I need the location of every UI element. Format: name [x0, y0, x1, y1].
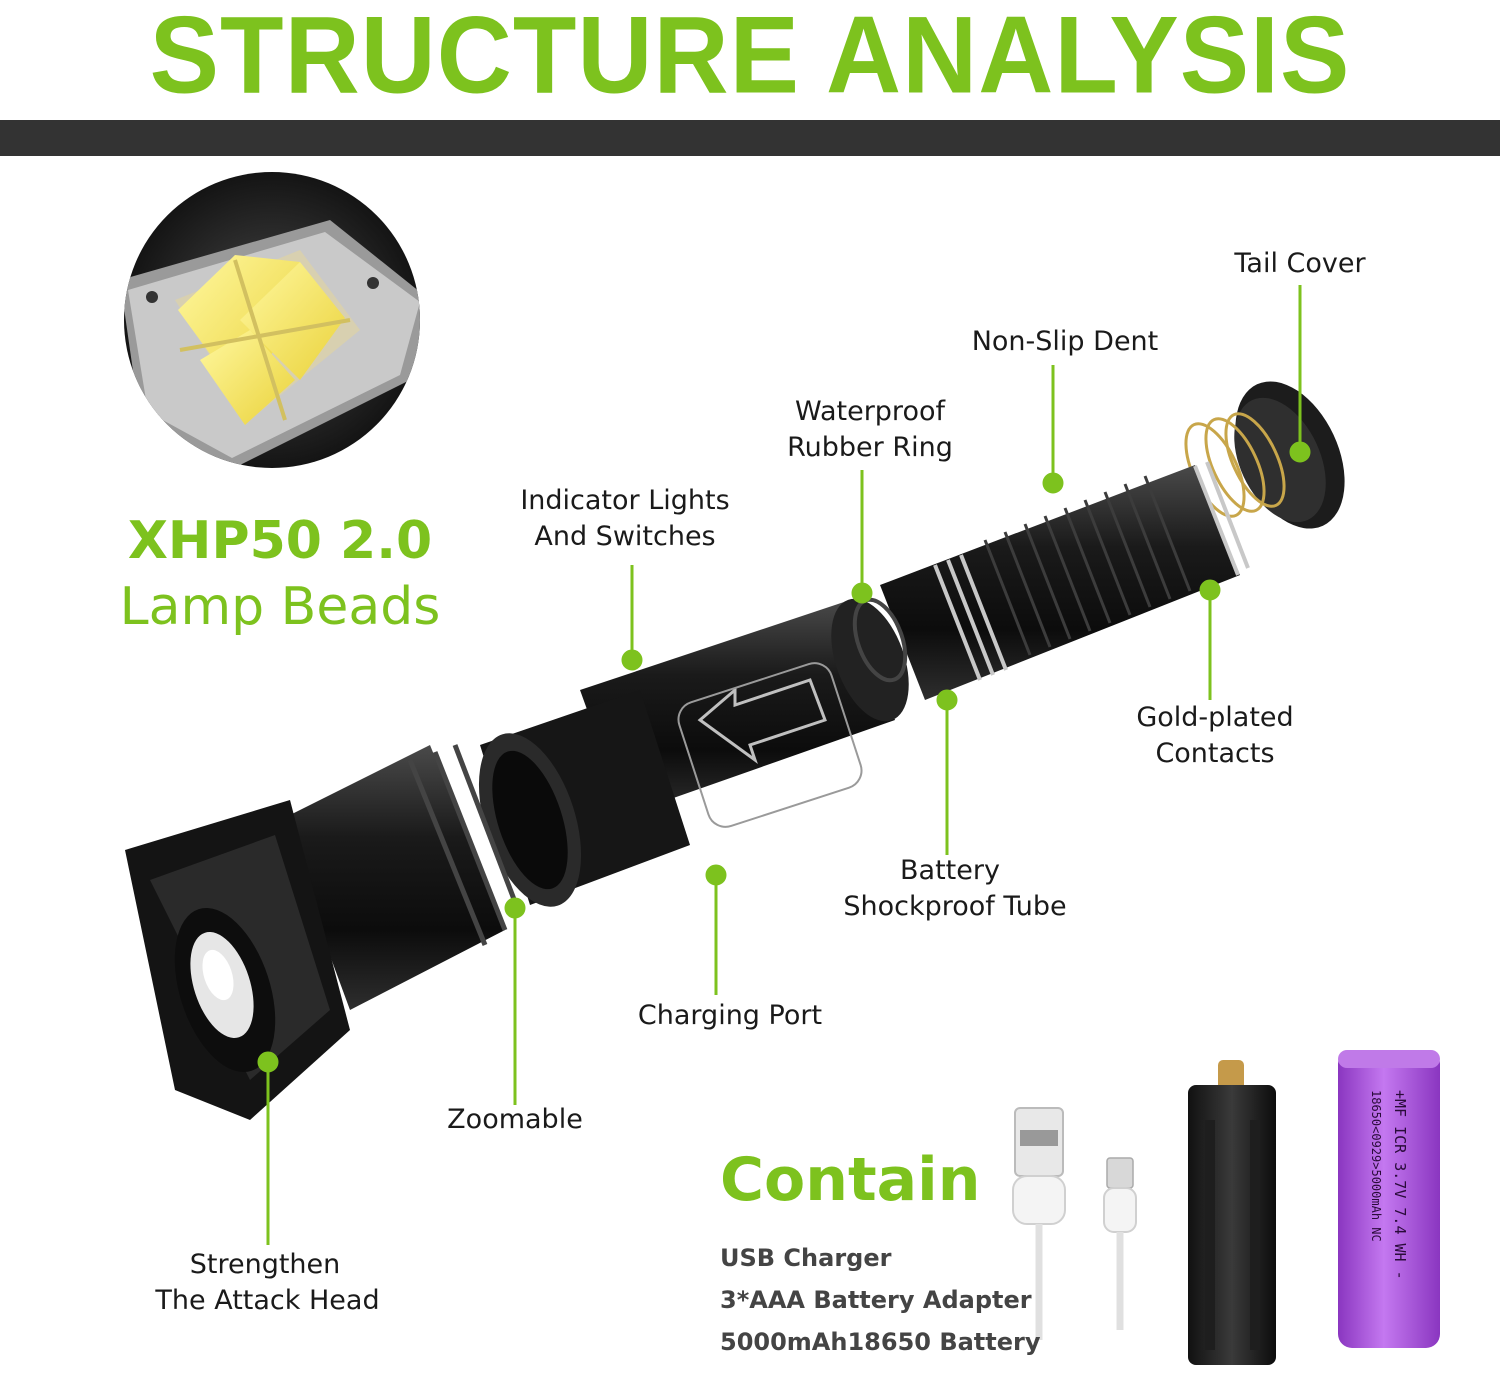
label-indicator-2: And Switches: [534, 521, 716, 552]
label-strengthen-1: Strengthen: [189, 1249, 341, 1280]
label-charging-port: Charging Port: [637, 1000, 823, 1031]
battery-print-line1: +MF ICR 3.7V 7.4 WH -: [1391, 1090, 1409, 1280]
contain-item-18650-battery: 5000mAh18650 Battery: [720, 1328, 1041, 1356]
lamp-beads-title: XHP50 2.0 Lamp Beads: [80, 508, 480, 640]
label-gold-2: Contacts: [1155, 738, 1275, 769]
label-gold-1: Gold-plated: [1136, 702, 1294, 733]
contain-title: Contain: [720, 1145, 981, 1215]
lamp-caption: Lamp Beads: [119, 577, 441, 637]
page-title: STRUCTURE ANALYSIS: [149, 0, 1351, 117]
battery-adapter-icon: [1188, 1060, 1276, 1365]
callout-lines: [257, 285, 1311, 1245]
battery-18650-icon: +MF ICR 3.7V 7.4 WH - 18650<0929>5000mAh…: [1338, 1050, 1440, 1348]
label-battery-2: Shockproof Tube: [843, 891, 1067, 922]
label-indicator-1: Indicator Lights: [520, 485, 730, 516]
header-divider-bar: [0, 120, 1500, 156]
contain-item-battery-adapter: 3*AAA Battery Adapter: [720, 1286, 1032, 1314]
label-zoomable: Zoomable: [447, 1104, 583, 1135]
battery-print-line2: 18650<0929>5000mAh NC: [1369, 1090, 1383, 1242]
label-strengthen-2: The Attack Head: [155, 1285, 380, 1316]
contain-item-usb-charger: USB Charger: [720, 1244, 892, 1272]
label-battery-1: Battery: [900, 855, 1000, 886]
led-closeup: [124, 172, 420, 468]
label-tail-cover: Tail Cover: [1234, 248, 1366, 279]
label-waterproof-2: Rubber Ring: [787, 432, 953, 463]
label-waterproof-1: Waterproof: [794, 396, 945, 427]
lamp-model: XHP50 2.0: [127, 511, 433, 571]
usb-cable-icon: [1012, 1107, 1137, 1340]
flashlight-body: [125, 381, 1345, 1120]
label-non-slip-dent: Non-Slip Dent: [971, 326, 1159, 357]
